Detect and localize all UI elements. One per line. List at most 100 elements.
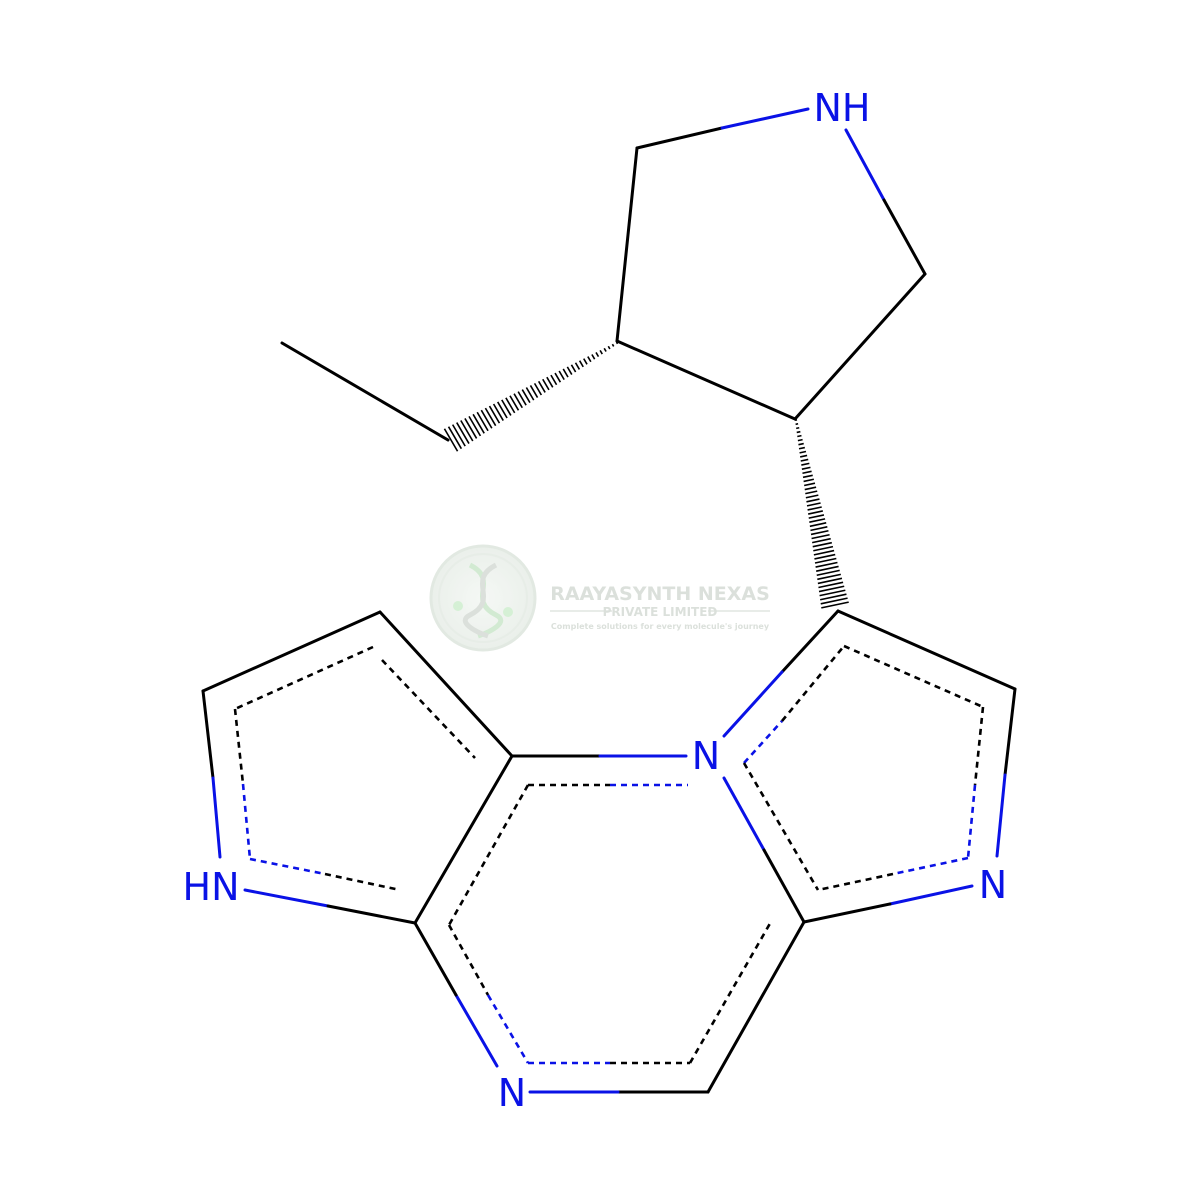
bond-c5-c4 bbox=[793, 272, 927, 421]
watermark: RAAYASYNTH NEXAS PRIVATE LIMITED Complet… bbox=[429, 544, 770, 652]
hash-line bbox=[806, 502, 821, 507]
bond-pyrazine-left-hetero bbox=[454, 993, 499, 1068]
hash-line bbox=[615, 341, 619, 345]
aromatic-imid-6 bbox=[743, 720, 783, 764]
hash-line bbox=[587, 356, 592, 363]
bond-imid-n-c-hetero bbox=[888, 884, 974, 906]
hash-line bbox=[566, 366, 573, 375]
bond-c4-c3 bbox=[615, 339, 797, 421]
hash-line bbox=[800, 458, 809, 462]
hash-line bbox=[817, 573, 841, 581]
bond-c2-n bbox=[635, 126, 724, 150]
bond-imid-right-hetero bbox=[995, 773, 1007, 858]
hash-line bbox=[820, 597, 848, 605]
hash-line bbox=[595, 352, 600, 358]
hash-line bbox=[815, 561, 838, 568]
bond-pyrrole-c3 bbox=[326, 904, 417, 925]
hash-line bbox=[801, 462, 810, 466]
hash-line bbox=[562, 368, 569, 378]
bond-pyrrole-c2 bbox=[201, 689, 215, 780]
atom-label-pyrazine-n: N bbox=[498, 1071, 526, 1115]
aromatic-imid-4 bbox=[892, 856, 969, 876]
ethyl-group bbox=[280, 341, 619, 452]
hash-line bbox=[795, 426, 800, 430]
bond-n-c-bridge bbox=[762, 848, 806, 924]
bond-pyrrole-c4 bbox=[378, 610, 514, 758]
hash-line bbox=[804, 486, 817, 491]
hash-line bbox=[525, 387, 535, 401]
hash-line bbox=[476, 411, 489, 432]
aromatic-pyrrole-3 bbox=[241, 783, 252, 860]
hash-line bbox=[521, 389, 531, 404]
hash-line bbox=[447, 426, 463, 450]
bond-pyrazine-left bbox=[413, 921, 458, 997]
hash-line bbox=[798, 442, 804, 446]
bond-n-c-bridge-hetero bbox=[722, 776, 766, 852]
hash-line bbox=[803, 478, 815, 483]
hash-line bbox=[578, 360, 584, 368]
hash-line bbox=[814, 557, 837, 564]
hash-line bbox=[795, 422, 799, 426]
hash-line bbox=[797, 434, 802, 438]
hash-line bbox=[796, 430, 801, 434]
hash-line bbox=[550, 374, 558, 386]
hash-line bbox=[798, 446, 806, 450]
hash-line bbox=[817, 577, 843, 585]
hash-line bbox=[816, 569, 840, 577]
hash-line bbox=[505, 397, 516, 414]
aromatic-pyrrole-4 bbox=[249, 857, 326, 876]
watermark-company: RAAYASYNTH NEXAS bbox=[550, 583, 770, 605]
aromatic-imid-1 bbox=[843, 644, 984, 709]
hash-line bbox=[443, 428, 459, 452]
hash-line bbox=[802, 470, 812, 475]
hash-line bbox=[464, 418, 478, 439]
bond-pyrazine-right bbox=[706, 920, 806, 1094]
hash-line bbox=[484, 407, 497, 427]
hash-line bbox=[611, 343, 615, 347]
hash-line bbox=[801, 466, 811, 470]
bond-imid-c-n bbox=[780, 609, 840, 674]
hash-line bbox=[806, 498, 820, 503]
bond-pyrrole-c2-n bbox=[211, 776, 222, 859]
atom-label-pyrrole-nh: HN bbox=[183, 865, 240, 909]
stereo-hash-wedge-ethyl bbox=[443, 341, 619, 452]
hash-line bbox=[819, 593, 847, 601]
hash-line bbox=[599, 349, 603, 355]
watermark-subtitle: PRIVATE LIMITED bbox=[603, 605, 718, 619]
hash-line bbox=[819, 589, 846, 597]
hash-line bbox=[802, 474, 813, 479]
aromatic-imid-7 bbox=[780, 645, 846, 722]
hash-line bbox=[813, 549, 835, 556]
bond-pyrrole-n-c3 bbox=[243, 888, 330, 908]
aromatic-imid-5 bbox=[817, 872, 894, 892]
hash-line bbox=[537, 380, 546, 393]
hash-line bbox=[472, 413, 485, 434]
bond-imid-top bbox=[836, 609, 1017, 691]
hash-line bbox=[799, 450, 807, 454]
hash-line bbox=[805, 494, 819, 499]
hash-line bbox=[517, 391, 527, 406]
hash-line bbox=[805, 490, 818, 495]
hash-line bbox=[554, 372, 562, 383]
hash-line bbox=[799, 454, 808, 458]
hash-line bbox=[546, 376, 554, 388]
hash-line bbox=[558, 370, 565, 381]
hash-line bbox=[460, 420, 474, 442]
watermark-tagline: Complete solutions for every molecule's … bbox=[551, 622, 770, 631]
hash-line bbox=[492, 403, 504, 421]
hash-line bbox=[574, 362, 581, 370]
hash-line bbox=[583, 358, 588, 365]
bond-pyrrole-c1 bbox=[201, 610, 382, 693]
hash-line bbox=[803, 482, 816, 487]
hash-line bbox=[542, 378, 550, 391]
hash-line bbox=[808, 514, 825, 519]
atom-label-imidazole-n: N bbox=[979, 863, 1007, 907]
hash-line bbox=[509, 395, 520, 411]
hash-line bbox=[513, 393, 523, 409]
hash-line bbox=[814, 553, 836, 560]
bond-imid-c-n-hetero bbox=[722, 670, 784, 738]
aromatic-pyrrole-1 bbox=[234, 645, 374, 711]
bond-imid-n-c bbox=[802, 902, 892, 924]
pyrrolidine-ring bbox=[615, 107, 927, 421]
